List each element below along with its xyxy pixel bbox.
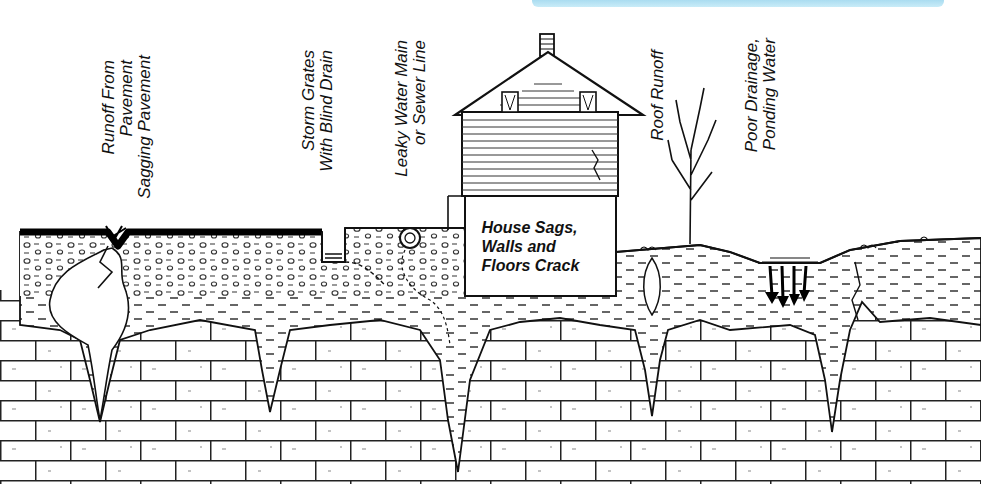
callout-label: Poor Drainage, Ponding Water — [743, 38, 779, 163]
callout-label: Runoff From Pavement — [100, 60, 136, 168]
blind-drain — [345, 262, 385, 285]
house-siding — [462, 84, 618, 190]
grate-bars — [325, 254, 342, 258]
node-text: House Sags, Walls and Floors Crack — [482, 218, 600, 275]
pavement-crack — [98, 246, 112, 288]
water-main-pipe — [400, 228, 420, 248]
chimney-bricks — [540, 39, 554, 49]
basement-box: House Sags, Walls and Floors Crack — [464, 195, 617, 297]
banner-bar — [532, 0, 944, 7]
infiltration-arrowhead — [765, 290, 810, 308]
leak-seepage — [402, 250, 450, 345]
callout-label: Roof Runoff — [649, 50, 667, 180]
callout-label: Leaky Water Main or Sewer Line — [393, 40, 429, 186]
porch-step — [448, 196, 462, 230]
tree — [668, 88, 716, 244]
ponding-water — [762, 258, 818, 262]
callout-label: Sagging Pavement — [136, 55, 154, 235]
pavement — [20, 232, 322, 246]
sinkhole-cavity — [50, 248, 129, 420]
pipe-bore — [405, 233, 415, 243]
grass-tuft — [640, 237, 928, 250]
pavement-break — [106, 226, 126, 240]
callout-label: Storm Grates With Blind Drain — [300, 50, 336, 180]
wall-crack — [592, 150, 600, 180]
runoff-seep — [644, 258, 661, 315]
soil-crack — [852, 262, 860, 320]
storm-grate — [322, 228, 345, 262]
ground-surface — [345, 228, 981, 263]
window-curtain — [505, 95, 593, 110]
